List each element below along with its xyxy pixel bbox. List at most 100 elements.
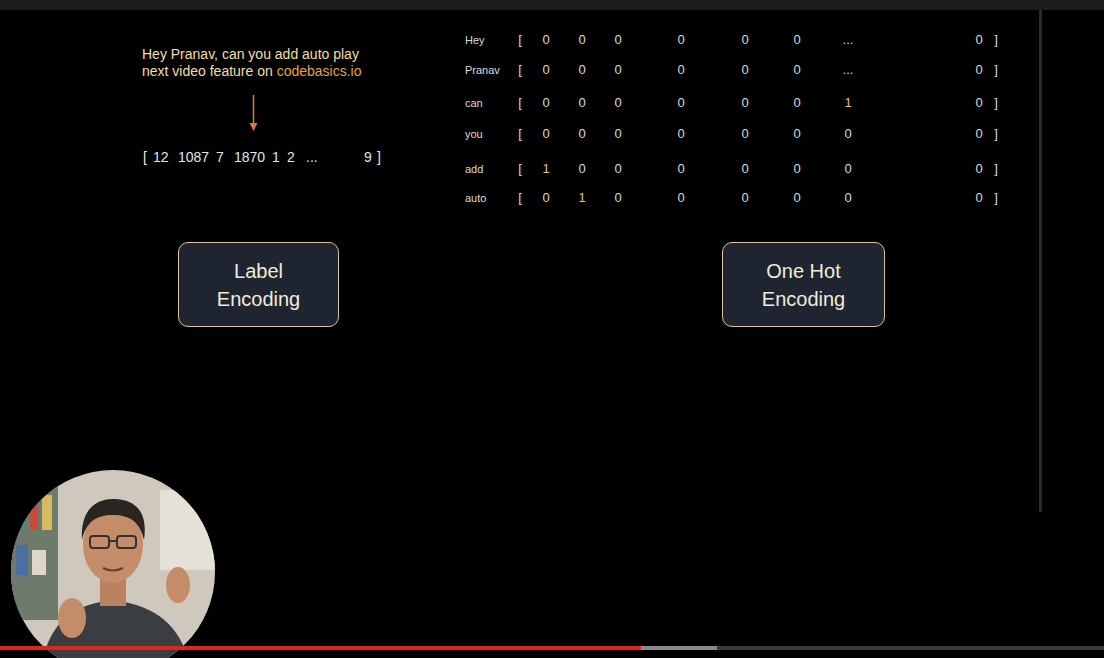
label-code: 12 (153, 150, 169, 164)
box-title: One Hot Encoding (744, 257, 864, 313)
vector-value: 0 (844, 191, 851, 204)
shelf-item (32, 550, 46, 575)
vector-value: 0 (578, 63, 585, 76)
label-code: 1 (272, 150, 280, 164)
vector-value: 0 (677, 63, 684, 76)
vector-value: 0 (975, 127, 982, 140)
row-word: can (465, 98, 483, 109)
vector-value: 0 (741, 191, 748, 204)
vector-value: 0 (614, 127, 621, 140)
shelf (10, 480, 58, 620)
vector-value: 0 (741, 63, 748, 76)
vector-value: 0 (975, 96, 982, 109)
vector-value: 0 (677, 33, 684, 46)
vector-value: 0 (741, 162, 748, 175)
progress-track (0, 646, 1104, 650)
vector-value: 0 (677, 96, 684, 109)
vector-value: ... (843, 63, 854, 76)
mouth (103, 568, 123, 571)
vector-value: 0 (793, 63, 800, 76)
vector-value: 0 (677, 162, 684, 175)
vector-value: 0 (614, 96, 621, 109)
shelf-item (30, 505, 38, 530)
vector-value: 0 (741, 33, 748, 46)
row-word: you (465, 129, 483, 140)
row-word: Pranav (465, 65, 500, 76)
encoding-box: One Hot Encoding (722, 242, 885, 327)
label-code: 1870 (234, 150, 265, 164)
bracket: [ (518, 63, 522, 76)
vector-value: 0 (975, 191, 982, 204)
vector-value: 0 (614, 33, 621, 46)
website-name: codebasics.io (277, 63, 362, 79)
row-word: Hey (465, 35, 485, 46)
vector-value: 0 (614, 162, 621, 175)
shelf-item (16, 545, 28, 575)
hand-left (58, 598, 86, 638)
bracket: ] (994, 162, 998, 175)
vector-value: 0 (677, 191, 684, 204)
top-bar (0, 0, 1104, 10)
bracket: [ (518, 191, 522, 204)
row-word: auto (465, 193, 486, 204)
vector-value: 0 (542, 191, 549, 204)
room-wall (10, 468, 220, 658)
progress-buffer (641, 646, 717, 650)
vector-value: ... (843, 33, 854, 46)
glasses-right (117, 536, 136, 548)
bracket: ] (377, 150, 381, 164)
vector-value: 0 (975, 63, 982, 76)
vector-value: 0 (578, 127, 585, 140)
encoding-box: Label Encoding (178, 242, 339, 327)
glasses-left (90, 536, 109, 548)
label-code: 7 (216, 150, 224, 164)
vector-value: 0 (578, 162, 585, 175)
hand-right (166, 567, 190, 603)
bracket: [ (518, 127, 522, 140)
vector-value: 0 (578, 96, 585, 109)
label-code: ... (306, 150, 318, 164)
vector-value: 0 (614, 191, 621, 204)
vector-value: 0 (542, 127, 549, 140)
vector-value: 0 (975, 162, 982, 175)
bracket: ] (994, 191, 998, 204)
vector-value: 0 (741, 96, 748, 109)
vector-value: 0 (844, 162, 851, 175)
vector-value: 1 (844, 96, 851, 109)
vector-value: 1 (578, 191, 585, 204)
bracket: ] (994, 33, 998, 46)
vector-value: 0 (793, 96, 800, 109)
vector-value: 0 (542, 63, 549, 76)
glasses-bridge (109, 540, 117, 542)
bracket: [ (518, 33, 522, 46)
bracket: ] (994, 96, 998, 109)
shelf-item (16, 500, 26, 530)
example-sentence: Hey Pranav, can you add auto play next v… (142, 46, 387, 80)
hair (82, 499, 145, 540)
panel-divider (1039, 10, 1042, 512)
vector-value: 0 (793, 191, 800, 204)
vector-value: 0 (578, 33, 585, 46)
vector-value: 0 (793, 127, 800, 140)
vector-value: 0 (793, 162, 800, 175)
progress-played (0, 646, 641, 650)
box-text-group: One Hot Encoding (744, 257, 864, 313)
down-arrow-line (253, 95, 255, 124)
vector-value: 0 (677, 127, 684, 140)
vector-value: 1 (542, 162, 549, 175)
vector-value: 0 (975, 33, 982, 46)
vector-value: 0 (844, 127, 851, 140)
row-word: add (465, 164, 483, 175)
vector-value: 0 (614, 63, 621, 76)
shelf-item (42, 495, 52, 530)
label-code: 2 (287, 150, 295, 164)
bracket: [ (143, 150, 147, 164)
vector-value: 0 (741, 127, 748, 140)
vector-value: 0 (542, 96, 549, 109)
bracket: ] (994, 127, 998, 140)
label-code: 9 (364, 150, 372, 164)
bracket: [ (518, 162, 522, 175)
vector-value: 0 (542, 33, 549, 46)
